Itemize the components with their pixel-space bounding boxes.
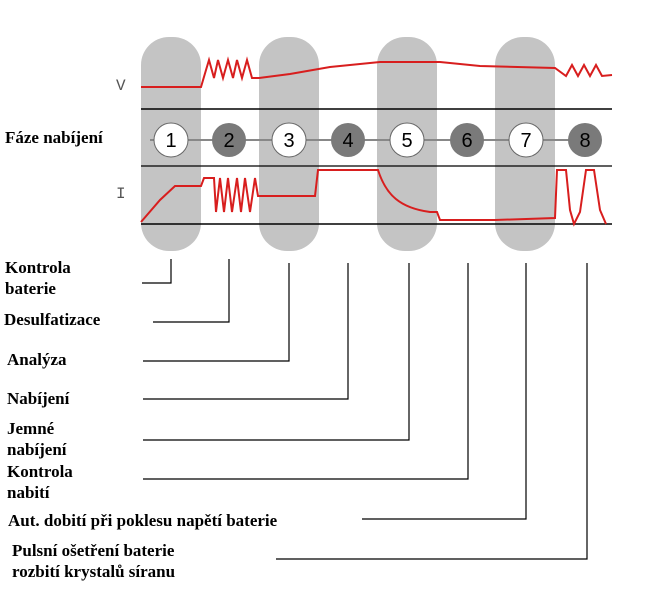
label-line: Kontrola [7, 462, 73, 481]
phase-number-5: 5 [401, 130, 412, 152]
current-trace [140, 169, 607, 227]
label-line: Aut. dobití při poklesu napětí baterie [8, 511, 278, 530]
label-jemne-nabijeni: Jemné nabíjení [7, 418, 67, 460]
label-line: Analýza [7, 350, 67, 369]
leader-line-2 [153, 259, 230, 323]
phase-circle-1: 1 [153, 122, 189, 158]
phase-circle-4: 4 [331, 123, 365, 157]
current-axis-label: I [116, 185, 126, 203]
phase-number-2: 2 [223, 130, 234, 152]
phase-circle-7: 7 [508, 122, 544, 158]
label-analyza: Analýza [7, 349, 67, 370]
phase-number-3: 3 [283, 130, 294, 152]
phase-number-7: 7 [520, 130, 531, 152]
leader-line-3 [143, 263, 290, 362]
label-line: Pulsní ošetření baterie [12, 541, 175, 560]
leader-line-6 [143, 263, 469, 480]
phase-number-4: 4 [342, 130, 353, 152]
leader-line-5 [143, 263, 410, 441]
label-line: Desulfatizace [4, 310, 101, 329]
label-aut-dobiti: Aut. dobití při poklesu napětí baterie [8, 510, 277, 531]
label-line: nabití [7, 483, 50, 502]
leader-line-4 [143, 263, 349, 400]
label-line: baterie [5, 279, 56, 298]
label-nabijeni: Nabíjení [7, 388, 69, 409]
label-kontrola-nabiti: Kontrola nabití [7, 461, 73, 503]
phase-circle-8: 8 [568, 123, 602, 157]
label-kontrola-baterie: Kontrola baterie [5, 257, 71, 299]
phase-title: Fáze nabíjení [5, 128, 103, 147]
label-line: Jemné [7, 419, 55, 438]
label-desulfatizace: Desulfatizace [4, 309, 100, 330]
label-pulsni-osetreni: Pulsní ošetření baterie rozbití krystalů… [12, 540, 175, 582]
leader-line-8 [276, 263, 588, 560]
phase-number-8: 8 [579, 130, 590, 152]
phase-number-6: 6 [461, 130, 472, 152]
phase-circle-3: 3 [271, 122, 307, 158]
label-line: rozbití krystalů síranu [12, 562, 176, 581]
label-line: Kontrola [5, 258, 71, 277]
leader-line-1 [142, 259, 172, 284]
label-line: Nabíjení [7, 389, 70, 408]
phase-circle-6: 6 [450, 123, 484, 157]
label-line: nabíjení [7, 440, 67, 459]
voltage-trace [141, 56, 613, 88]
phase-circle-2: 2 [212, 123, 246, 157]
voltage-axis-label: V [116, 77, 126, 95]
phase-number-1: 1 [165, 130, 176, 152]
phase-circle-5: 5 [389, 122, 425, 158]
leader-line-7 [362, 263, 527, 520]
